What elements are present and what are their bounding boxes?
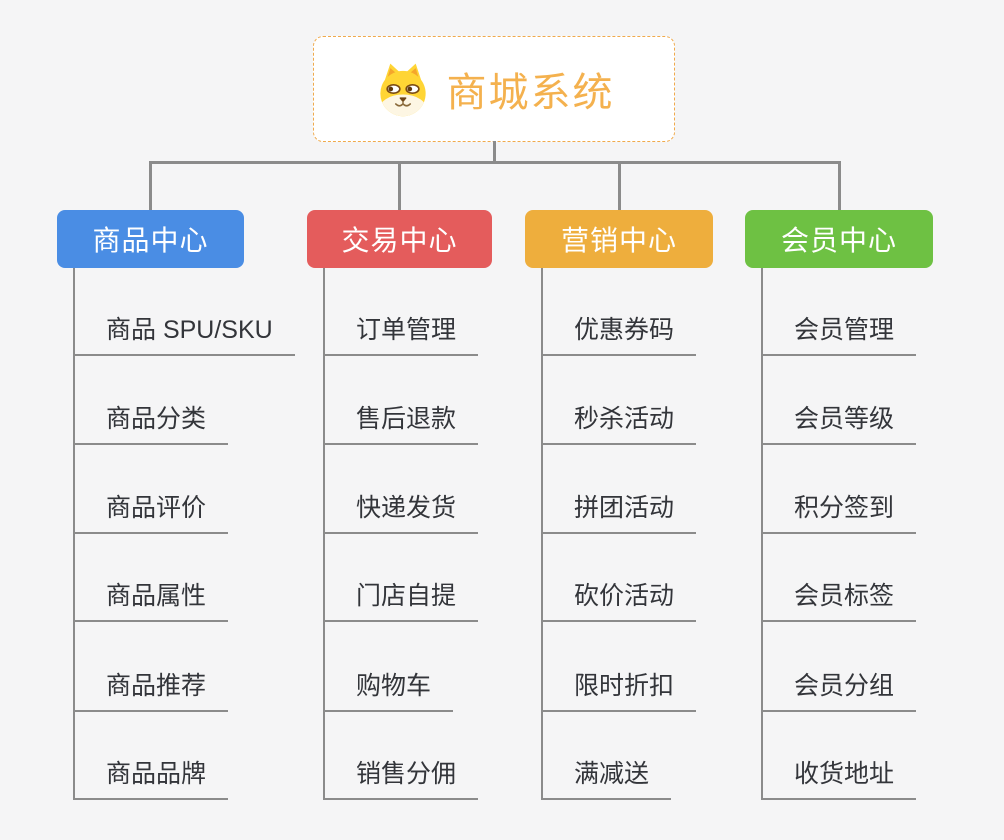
branch-members: 会员中心 会员管理会员等级积分签到会员标签会员分组收货地址 <box>745 210 933 810</box>
leaf-node[interactable]: 优惠券码 <box>541 312 697 356</box>
leaf-node[interactable]: 拼团活动 <box>541 490 697 534</box>
connector-bus <box>149 161 841 164</box>
leaf-node[interactable]: 商品推荐 <box>73 668 229 712</box>
root-topic[interactable]: 商城系统 <box>313 36 675 142</box>
leaf-node[interactable]: 限时折扣 <box>541 668 697 712</box>
leaf-node[interactable]: 会员分组 <box>761 668 917 712</box>
branch-marketing: 营销中心 优惠券码秒杀活动拼团活动砍价活动限时折扣满减送 <box>525 210 713 810</box>
branch-trunk <box>761 268 763 800</box>
branch-trunk <box>323 268 325 800</box>
connector-drop-3 <box>618 161 621 211</box>
leaf-node[interactable]: 积分签到 <box>761 490 917 534</box>
leaf-node[interactable]: 秒杀活动 <box>541 401 697 445</box>
leaf-node[interactable]: 售后退款 <box>323 401 479 445</box>
leaf-node[interactable]: 门店自提 <box>323 578 479 622</box>
branch-trade: 交易中心 订单管理售后退款快递发货门店自提购物车销售分佣 <box>307 210 492 810</box>
leaf-node[interactable]: 收货地址 <box>761 756 917 800</box>
leaf-node[interactable]: 商品评价 <box>73 490 229 534</box>
shiba-dog-icon <box>379 63 426 117</box>
leaf-node[interactable]: 会员等级 <box>761 401 917 445</box>
connector-drop-4 <box>838 161 841 211</box>
connector-root-stem <box>493 141 496 162</box>
leaf-node[interactable]: 商品分类 <box>73 401 229 445</box>
leaf-node[interactable]: 购物车 <box>323 668 454 712</box>
branch-header-marketing[interactable]: 营销中心 <box>525 210 713 268</box>
leaf-node[interactable]: 商品品牌 <box>73 756 229 800</box>
leaf-node[interactable]: 商品属性 <box>73 578 229 622</box>
leaf-node[interactable]: 订单管理 <box>323 312 479 356</box>
branch-header-trade[interactable]: 交易中心 <box>307 210 492 268</box>
leaf-node[interactable]: 满减送 <box>541 756 672 800</box>
branch-header-members[interactable]: 会员中心 <box>745 210 933 268</box>
leaf-node[interactable]: 销售分佣 <box>323 756 479 800</box>
leaf-node[interactable]: 会员标签 <box>761 578 917 622</box>
branch-trunk <box>73 268 75 800</box>
leaf-node[interactable]: 商品 SPU/SKU <box>73 312 295 356</box>
branch-products: 商品中心 商品 SPU/SKU 商品分类商品评价商品属性商品推荐商品品牌 <box>57 210 295 810</box>
leaf-node[interactable]: 砍价活动 <box>541 578 697 622</box>
branch-trunk <box>541 268 543 800</box>
leaf-node[interactable]: 快递发货 <box>323 490 479 534</box>
connector-drop-2 <box>398 161 401 211</box>
leaf-node[interactable]: 会员管理 <box>761 312 917 356</box>
branch-header-products[interactable]: 商品中心 <box>57 210 244 268</box>
connector-drop-1 <box>149 161 152 211</box>
root-topic-title: 商城系统 <box>446 71 615 115</box>
